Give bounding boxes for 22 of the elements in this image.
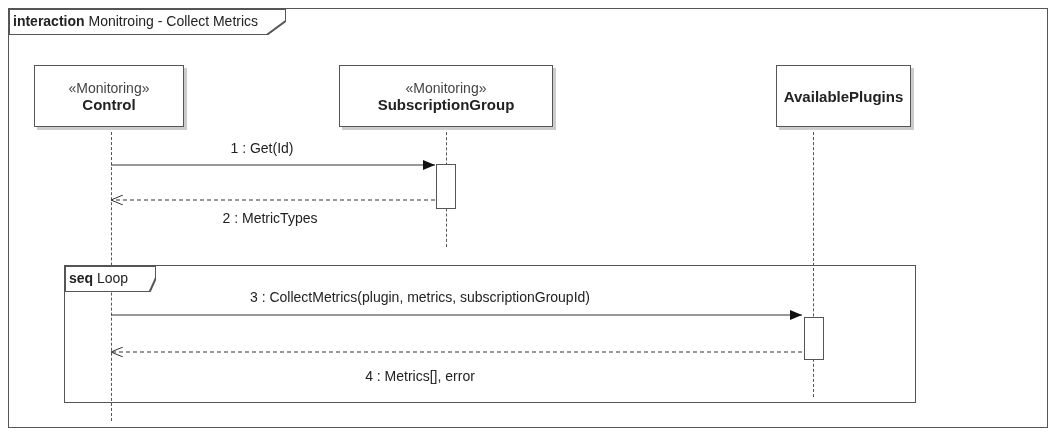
return-message-arrow: [110, 346, 803, 358]
message-label: 3 : CollectMetrics(plugin, metrics, subscriptionGroupId): [250, 289, 590, 305]
lifeline-name: Control: [82, 95, 136, 113]
frame-title: interaction Monitroing - Collect Metrics: [9, 9, 287, 35]
stereotype-label: «Monitoring»: [405, 79, 487, 96]
message-arrow: [110, 160, 436, 170]
lifeline-name: AvailablePlugins: [783, 87, 904, 105]
lifeline-head: [776, 65, 911, 127]
activation-bar: [804, 317, 824, 360]
fragment-operator: seq Loop: [65, 266, 157, 292]
combined-fragment: [64, 265, 916, 403]
activation-bar: [436, 164, 456, 209]
stereotype-label: «Monitoring»: [68, 79, 150, 96]
message-arrow: [110, 310, 803, 320]
lifeline-name: SubscriptionGroup: [377, 95, 515, 113]
message-label: 1 : Get(Id): [230, 140, 294, 156]
lifeline-head: [339, 65, 553, 127]
message-label: 2 : MetricTypes: [222, 210, 318, 226]
message-label: 4 : Metrics[], error: [365, 368, 475, 384]
lifeline-head: [34, 65, 184, 127]
interaction-frame: [8, 8, 1048, 428]
return-message-arrow: [110, 194, 436, 206]
